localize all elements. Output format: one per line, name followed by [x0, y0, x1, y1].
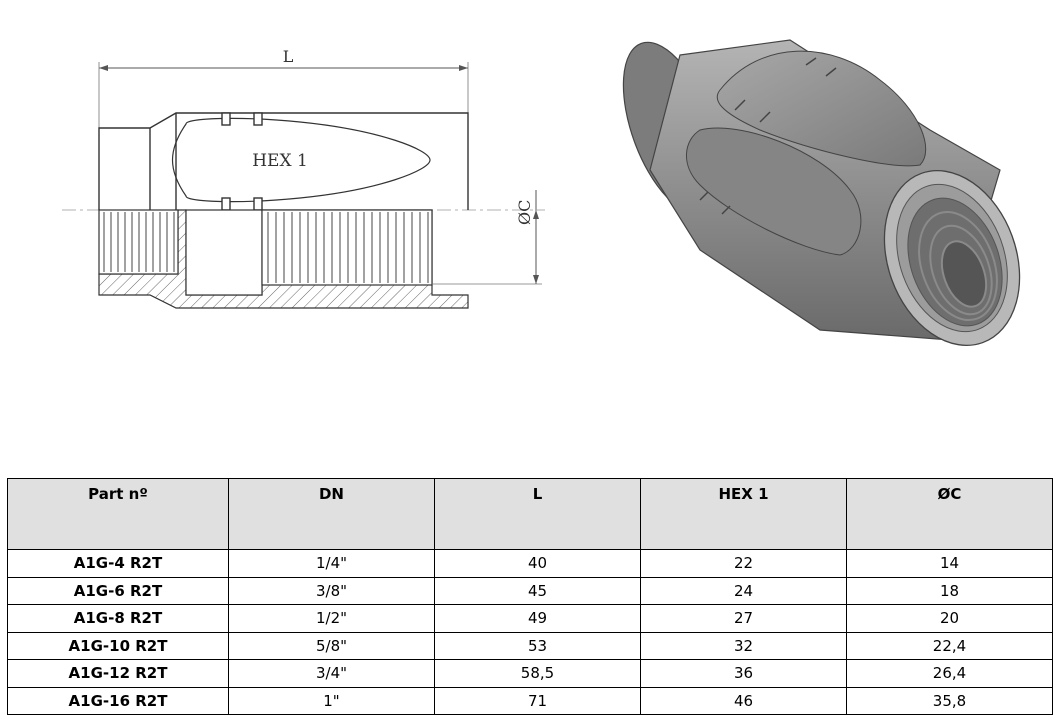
cell-part-no: A1G-12 R2T — [7, 659, 229, 688]
cell-dn: 1" — [228, 686, 435, 715]
cell-l: 49 — [434, 604, 641, 633]
cell-dn: 3/8" — [228, 576, 435, 605]
header-dn: DN — [228, 478, 435, 550]
cell-dn: 3/4" — [228, 659, 435, 688]
fitting-3d-render — [622, 39, 1021, 347]
table-row: A1G-16 R2T 1" 71 46 35,8 — [7, 686, 1053, 715]
cell-dn: 1/2" — [228, 604, 435, 633]
cell-dn: 5/8" — [228, 631, 435, 660]
table-row: A1G-8 R2T 1/2" 49 27 20 — [7, 604, 1053, 633]
cell-hex1: 32 — [640, 631, 847, 660]
spec-table: Part nº DN L HEX 1 ØC A1G-4 R2T 1/4" 40 … — [7, 478, 1053, 715]
header-part-no: Part nº — [7, 478, 229, 550]
cell-l: 40 — [434, 549, 641, 578]
cell-part-no: A1G-16 R2T — [7, 686, 229, 715]
cell-l: 58,5 — [434, 659, 641, 688]
header-l: L — [434, 478, 641, 550]
section-drawing: L HEX 1 — [62, 47, 545, 309]
cell-l: 45 — [434, 576, 641, 605]
cell-part-no: A1G-6 R2T — [7, 576, 229, 605]
cell-l: 71 — [434, 686, 641, 715]
cell-hex1: 24 — [640, 576, 847, 605]
hex-label: HEX 1 — [252, 151, 308, 171]
section-view — [98, 209, 469, 309]
fitting-body — [622, 39, 1021, 347]
cell-part-no: A1G-4 R2T — [7, 549, 229, 578]
cell-part-no: A1G-10 R2T — [7, 631, 229, 660]
table-row: A1G-6 R2T 3/8" 45 24 18 — [7, 576, 1053, 605]
length-dimension: L — [98, 47, 469, 128]
cell-hex1: 22 — [640, 549, 847, 578]
table-row: A1G-12 R2T 3/4" 58,5 36 26,4 — [7, 659, 1053, 688]
cell-hex1: 36 — [640, 659, 847, 688]
length-label: L — [283, 47, 294, 66]
cell-part-no: A1G-8 R2T — [7, 604, 229, 633]
cell-diameter-c: 35,8 — [846, 686, 1053, 715]
table-row: A1G-4 R2T 1/4" 40 22 14 — [7, 549, 1053, 578]
header-diameter-c: ØC — [846, 478, 1053, 550]
table-row: A1G-10 R2T 5/8" 53 32 22,4 — [7, 631, 1053, 660]
diameter-dimension: ØC — [432, 190, 542, 285]
cell-diameter-c: 22,4 — [846, 631, 1053, 660]
header-hex1: HEX 1 — [640, 478, 847, 550]
cell-diameter-c: 14 — [846, 549, 1053, 578]
diameter-label: ØC — [515, 200, 534, 225]
table-header-row: Part nº DN L HEX 1 ØC — [7, 478, 1053, 550]
cell-diameter-c: 26,4 — [846, 659, 1053, 688]
cell-diameter-c: 18 — [846, 576, 1053, 605]
cell-l: 53 — [434, 631, 641, 660]
cell-diameter-c: 20 — [846, 604, 1053, 633]
cell-dn: 1/4" — [228, 549, 435, 578]
cell-hex1: 27 — [640, 604, 847, 633]
cell-hex1: 46 — [640, 686, 847, 715]
